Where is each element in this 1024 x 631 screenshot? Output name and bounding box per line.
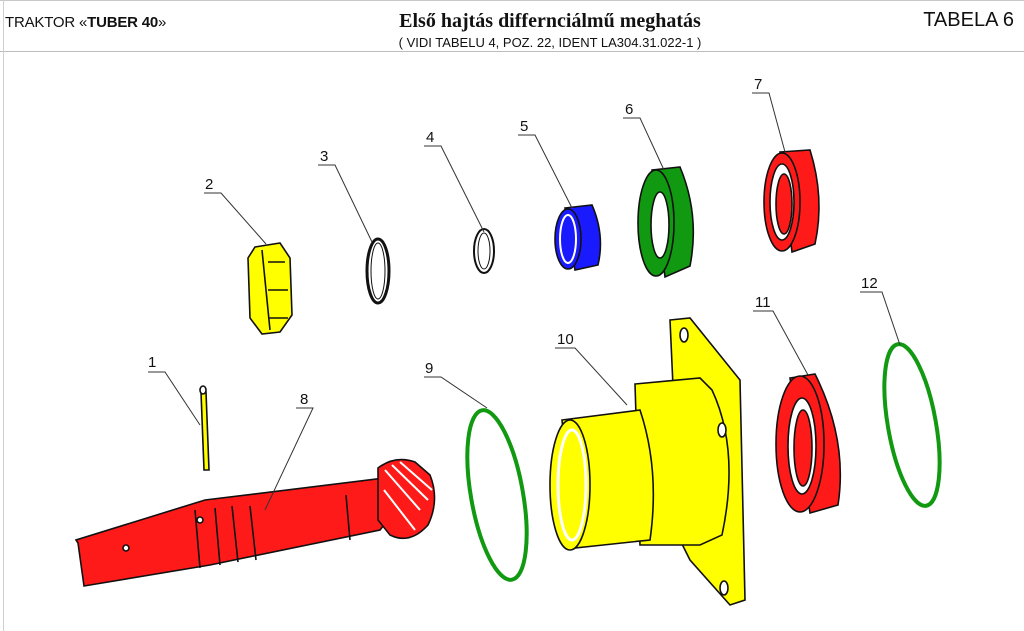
callout-9: 9 [425, 360, 433, 377]
part-2-castle-nut[interactable] [247, 242, 293, 335]
leader-lines [148, 92, 901, 511]
exploded-view-diagram: 1 2 3 4 5 6 7 8 9 10 11 12 [74, 76, 950, 606]
header-bar: TRAKTOR «TUBER 40» Első hajtás differnci… [0, 0, 1024, 52]
callout-10: 10 [557, 331, 574, 348]
callout-11: 11 [755, 294, 771, 311]
part-10-bearing-housing[interactable] [549, 317, 746, 606]
part-3-washer[interactable] [365, 237, 391, 305]
left-border-line [3, 0, 4, 631]
part-7-bearing[interactable] [763, 149, 820, 254]
callout-3: 3 [320, 148, 328, 165]
callout-5: 5 [520, 118, 528, 135]
page-title: Első hajtás differnciálmű meghatás [399, 10, 701, 32]
callout-2: 2 [205, 176, 213, 193]
part-1-split-pin[interactable] [199, 385, 210, 471]
callout-12: 12 [861, 275, 878, 292]
callout-7: 7 [754, 76, 762, 93]
part-8-pinion-shaft[interactable] [74, 458, 436, 587]
model-name: TUBER 40 [87, 14, 159, 31]
callout-8: 8 [300, 391, 308, 408]
callout-numbers: 1 2 3 4 5 6 7 8 9 10 11 12 [148, 76, 878, 408]
part-12-o-ring[interactable] [874, 340, 950, 510]
model-prefix: TRAKTOR « [5, 14, 88, 31]
callout-4: 4 [426, 129, 434, 146]
table-number: TABELA 6 [923, 9, 1014, 31]
part-5-spacer-bushing[interactable] [554, 204, 602, 271]
callout-6: 6 [625, 101, 633, 118]
part-4-ring[interactable] [473, 228, 495, 274]
part-9-o-ring[interactable] [456, 406, 537, 584]
page-subtitle: ( VIDI TABELU 4, POZ. 22, IDENT LA304.31… [398, 35, 702, 50]
tractor-model: TRAKTOR «TUBER 40» [5, 14, 166, 31]
part-6-seal[interactable] [637, 166, 695, 279]
model-suffix: » [158, 14, 167, 31]
part-11-bearing[interactable] [775, 373, 842, 515]
callout-1: 1 [148, 354, 156, 371]
